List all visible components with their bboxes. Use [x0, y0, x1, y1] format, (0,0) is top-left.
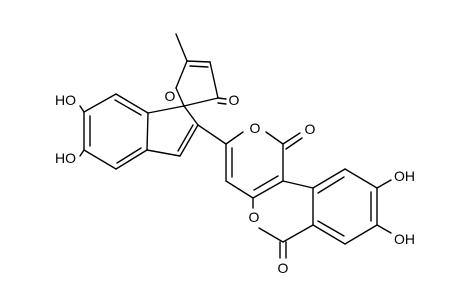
atom-label-hydroxyl-benzo-upper: OH — [394, 168, 415, 184]
bond-c8-oh — [376, 224, 392, 234]
bond-indene-pyranone — [197, 124, 227, 145]
bond-c10a-c10b — [282, 180, 314, 189]
atom-label-oxygen-lactone-carbonyl: O — [278, 260, 289, 276]
atom-label-oxygen-pyranone-carbonyl: O — [305, 121, 316, 137]
bond-c7a-c3a — [146, 112, 149, 151]
bond-c7-c6a-double — [317, 220, 345, 237]
bond-spiro-c7a — [147, 105, 185, 114]
bond-c5-c4 — [83, 149, 117, 170]
bond-c5-oh — [79, 149, 85, 157]
bond-c4a-c4 — [225, 180, 254, 199]
atom-label-oxygen-furanone-carbonyl: O — [229, 92, 240, 108]
bond-c10a-c10-double — [317, 176, 345, 194]
bond-c3-c4 — [209, 61, 219, 99]
bond-c4-c3a-double — [116, 147, 142, 164]
bond-c7-c6a — [312, 224, 346, 245]
bond-c10a-c10 — [312, 168, 346, 189]
bond-c8-c7 — [344, 224, 378, 245]
atom-label-hydroxyl-indene-upper: HO — [55, 92, 76, 108]
bond-c10-c9 — [344, 168, 378, 189]
atom-label-oxygen-furan: O — [165, 88, 176, 104]
bond-o1-spiro — [175, 87, 185, 107]
bond-c7-c6 — [83, 93, 117, 113]
bond-c2-c3 — [179, 124, 199, 157]
bond-c7a-c7-double — [114, 99, 142, 116]
bond-c3-carbonyl-double — [217, 102, 227, 105]
atom-label-hydroxyl-benzo-lower: OH — [394, 231, 415, 247]
bond-c9-oh — [376, 179, 392, 189]
bond-methyl — [175, 33, 188, 62]
bond-c4-c5 — [186, 60, 211, 63]
bond-spiro-c2 — [183, 105, 199, 126]
atom-label-oxygen-lactone: O — [249, 209, 260, 225]
bond-spiro-c3 — [183, 97, 219, 107]
atom-labels: O O HO HO O O O O OH OH — [55, 88, 415, 276]
bond-c4-c5-double — [189, 65, 209, 68]
bond-c2-c3-double — [177, 124, 194, 152]
bond-c1-carbonyl-double — [285, 137, 303, 150]
bond-c6-c6a — [282, 224, 314, 243]
bond-lines — [79, 33, 392, 259]
bond-o2-c1 — [265, 131, 284, 145]
bond-c3-c3a — [146, 149, 181, 157]
bond-c5-o1 — [175, 60, 188, 89]
bond-c4-c3a — [115, 149, 148, 170]
bond-c3-carbonyl — [217, 97, 227, 100]
bond-c6-oh — [79, 105, 85, 113]
atom-label-hydroxyl-indene-lower: HO — [55, 150, 76, 166]
bond-c7a-c7 — [115, 93, 149, 114]
atom-label-oxygen-pyranone: O — [250, 120, 261, 136]
bond-c1-carbonyl — [282, 132, 301, 145]
bond-c10b-c4a-double — [253, 175, 279, 191]
bond-c3-o2 — [225, 131, 244, 145]
bond-o5-c6 — [258, 227, 284, 243]
bond-c10b-c4a — [252, 180, 284, 199]
